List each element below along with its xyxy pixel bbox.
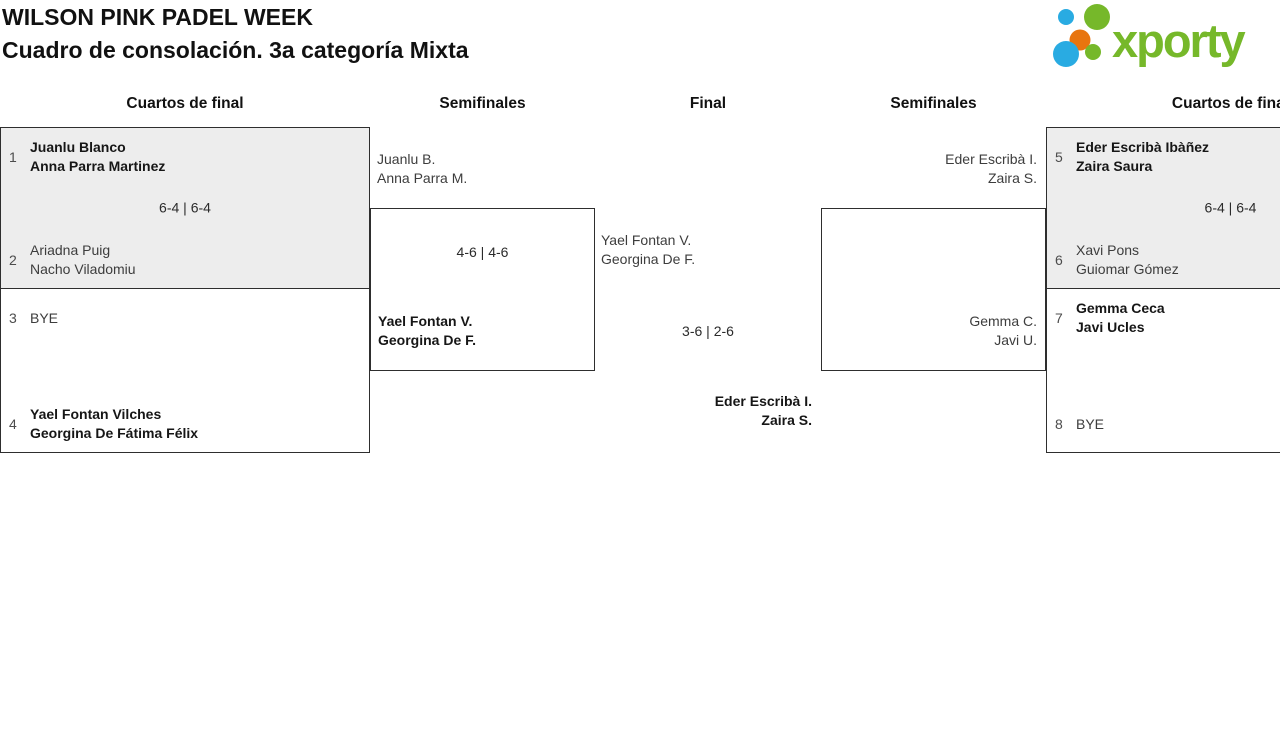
- seed-number: 8: [1055, 416, 1063, 432]
- player-name: Xavi Pons: [1076, 242, 1140, 258]
- match-qf-left-bottom: 3 BYE 4 Yael Fontan Vilches Georgina De …: [0, 288, 370, 453]
- player-name: Zaira S.: [761, 412, 812, 428]
- round-header-semifinals-right: Semifinales: [890, 95, 977, 112]
- team-slot: Yael Fontan V. Georgina De F.: [601, 231, 695, 269]
- match-sf-right: Gemma C. Javi U.: [821, 208, 1046, 371]
- match-score: 3-6 | 2-6: [682, 323, 734, 339]
- player-name: Gemma Ceca: [1076, 300, 1165, 316]
- round-header-final: Final: [689, 95, 727, 112]
- player-name: Ariadna Puig: [30, 242, 111, 258]
- player-name: Georgina De F.: [378, 332, 477, 348]
- match-qf-right-bottom: 7 Gemma Ceca Javi Ucles 8 BYE: [1046, 288, 1280, 453]
- player-name: Eder Escribà I.: [714, 393, 812, 409]
- seed-number: 2: [9, 252, 17, 268]
- team-slot: 8 BYE: [1055, 405, 1104, 443]
- player-name: Juanlu B.: [377, 151, 436, 167]
- player-name: Javi U.: [994, 332, 1037, 348]
- player-name: Yael Fontan Vilches: [30, 406, 162, 422]
- round-header-quarterfinals-right: Cuartos de final: [1171, 95, 1280, 112]
- logo-dot: [1058, 9, 1074, 25]
- match-qf-left-top: 1 Juanlu Blanco Anna Parra Martinez 6-4 …: [0, 127, 370, 289]
- team-slot: Gemma C. Javi U.: [969, 312, 1037, 350]
- match-score: 6-4 | 6-4: [1204, 199, 1257, 216]
- player-name: Georgina De Fátima Félix: [30, 425, 199, 441]
- page-subtitle: Cuadro de consolación. 3a categoría Mixt…: [2, 37, 469, 63]
- player-name: Georgina De F.: [601, 251, 696, 267]
- team-slot: 1 Juanlu Blanco Anna Parra Martinez: [9, 138, 165, 176]
- logo-dot: [1084, 4, 1110, 30]
- player-name: Yael Fontan V.: [601, 232, 692, 248]
- seed-number: 7: [1055, 310, 1063, 326]
- player-name: Javi Ucles: [1076, 319, 1145, 335]
- player-name: BYE: [30, 309, 59, 326]
- player-name: Zaira S.: [987, 170, 1037, 186]
- player-name: Zaira Saura: [1076, 158, 1153, 174]
- seed-number: 1: [9, 149, 17, 165]
- player-name: Anna Parra Martinez: [30, 158, 166, 174]
- xporty-logo[interactable]: xporty: [1048, 2, 1280, 68]
- player-name: Eder Escribà Ibàñez: [1076, 139, 1210, 155]
- round-header-quarterfinals-left: Cuartos de final: [126, 95, 244, 112]
- match-sf-left: 4-6 | 4-6 Yael Fontan V. Georgina De F.: [370, 208, 595, 371]
- player-name: Yael Fontan V.: [378, 313, 473, 329]
- player-name: Eder Escribà I.: [945, 151, 1037, 167]
- player-name: Anna Parra M.: [377, 170, 468, 186]
- player-name: Juanlu Blanco: [30, 139, 126, 155]
- seed-number: 4: [9, 416, 17, 432]
- match-qf-right-top: 5 Eder Escribà Ibàñez Zaira Saura 6-4 | …: [1046, 127, 1280, 289]
- match-score: 4-6 | 4-6: [456, 244, 509, 260]
- team-slot: 7 Gemma Ceca Javi Ucles: [1055, 299, 1165, 337]
- seed-number: 5: [1055, 149, 1063, 165]
- page-title: WILSON PINK PADEL WEEK: [2, 4, 313, 30]
- team-slot: 2 Ariadna Puig Nacho Viladomiu: [9, 241, 136, 279]
- seed-number: 3: [9, 310, 17, 326]
- round-header-semifinals-left: Semifinales: [439, 95, 526, 112]
- seed-number: 6: [1055, 252, 1063, 268]
- player-name: BYE: [1076, 415, 1105, 432]
- team-slot: 6 Xavi Pons Guiomar Gómez: [1055, 241, 1179, 279]
- logo-dot: [1053, 41, 1079, 67]
- logo-dot: [1085, 44, 1101, 60]
- logo-wordmark: xporty: [1112, 14, 1246, 67]
- player-name: Nacho Viladomiu: [30, 261, 136, 277]
- team-slot: Eder Escribà I. Zaira S.: [945, 150, 1037, 188]
- player-name: Guiomar Gómez: [1076, 261, 1179, 277]
- team-slot: 5 Eder Escribà Ibàñez Zaira Saura: [1055, 138, 1209, 176]
- team-slot: Yael Fontan V. Georgina De F.: [378, 312, 476, 350]
- team-slot: 4 Yael Fontan Vilches Georgina De Fátima…: [9, 405, 198, 443]
- team-slot: Juanlu B. Anna Parra M.: [377, 150, 467, 188]
- match-score: 6-4 | 6-4: [159, 199, 211, 216]
- team-slot: Eder Escribà I. Zaira S.: [715, 392, 812, 430]
- player-name: Gemma C.: [969, 313, 1037, 329]
- team-slot: 3 BYE: [9, 299, 58, 337]
